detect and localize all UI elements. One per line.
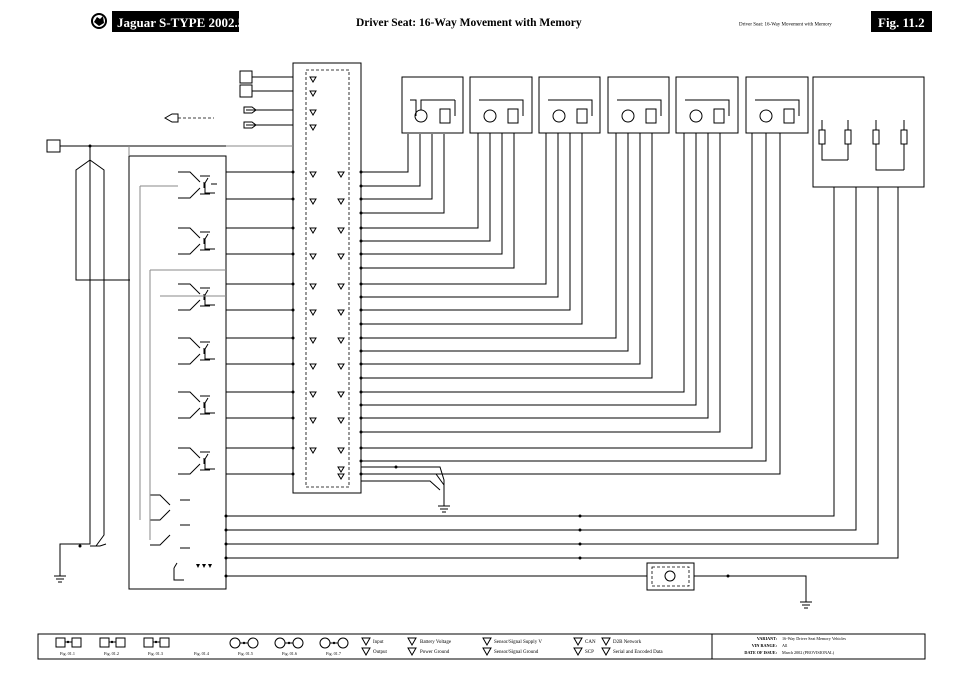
power-ground-icon bbox=[407, 647, 417, 657]
connector-type-2-icon bbox=[99, 637, 126, 648]
jaguar-logo-icon bbox=[91, 13, 107, 29]
switch-seat-height bbox=[178, 283, 210, 311]
connector-type-6-icon bbox=[319, 637, 349, 649]
legend-d2b: D2B Network bbox=[613, 640, 642, 645]
bottom-motor bbox=[646, 562, 807, 592]
switch-backrest bbox=[178, 337, 210, 365]
date-value: March 2002 (PROVISIONAL) bbox=[782, 650, 835, 655]
connector-ref-2: Fig. 01.2 bbox=[104, 651, 119, 656]
memory-switch-module bbox=[128, 155, 227, 590]
motor-1 bbox=[401, 76, 464, 140]
diagram-title: Driver Seat: 16-Way Movement with Memory bbox=[356, 17, 582, 29]
brand-title-bar bbox=[112, 11, 239, 32]
fig-label: Fig. 11.2 bbox=[878, 15, 925, 30]
sensor-ground-icon bbox=[482, 647, 492, 657]
connector-type-1-icon bbox=[55, 637, 82, 648]
connector-ref-7: Fig. 01.7 bbox=[326, 651, 341, 656]
connector-type-3-icon bbox=[143, 637, 170, 648]
symbol-legend: Input Output Battery Voltage Power Groun… bbox=[361, 637, 663, 657]
output-triangle-icon bbox=[361, 647, 371, 657]
pin-dots bbox=[78, 144, 730, 578]
switch-groups bbox=[178, 171, 210, 475]
connector-type-5-icon bbox=[274, 637, 304, 649]
motor-units bbox=[401, 76, 809, 140]
vin-value: All bbox=[782, 643, 788, 648]
diode-array bbox=[196, 564, 212, 568]
memory-switches bbox=[150, 494, 190, 549]
seat-control-module bbox=[292, 62, 362, 494]
power-input-box bbox=[46, 139, 61, 153]
vin-label: VIN RANGE: bbox=[752, 643, 778, 648]
switch-seat-slide bbox=[178, 171, 210, 199]
d2b-icon bbox=[601, 637, 611, 647]
lumbar-unit bbox=[812, 76, 925, 188]
wiring bbox=[59, 133, 899, 577]
connector-ref-1: Fig. 01.1 bbox=[60, 651, 75, 656]
running-title: Driver Seat: 16-Way Movement with Memory bbox=[739, 23, 832, 28]
input-connectors-top bbox=[163, 70, 293, 129]
connector-legend: Fig. 01.1 Fig. 01.2 Fig. 01.3 Fig. 01.4 … bbox=[55, 637, 349, 656]
pin-markers bbox=[309, 76, 345, 480]
date-label: DATE OF ISSUE: bbox=[744, 650, 777, 655]
legend-output: Output bbox=[373, 650, 388, 655]
connector-ref-5: Fig. 01.5 bbox=[238, 651, 253, 656]
switch-lumbar bbox=[178, 447, 210, 475]
motor-4 bbox=[607, 76, 670, 134]
motor-5 bbox=[675, 76, 739, 134]
scp-icon bbox=[573, 647, 583, 657]
brand-title: Jaguar S-TYPE 2002.5 bbox=[117, 15, 245, 30]
legend-sensor-ground: Sensor/Signal Ground bbox=[494, 650, 539, 655]
legend-battery-voltage: Battery Voltage bbox=[420, 640, 452, 645]
variant-label: VARIANT: bbox=[757, 636, 778, 641]
legend-power-ground: Power Ground bbox=[420, 650, 450, 655]
legend-input: Input bbox=[373, 640, 384, 645]
legend-sensor-supply: Sensor/Signal Supply V bbox=[494, 640, 542, 645]
legend-serial: Serial and Encoded Data bbox=[613, 650, 663, 655]
switch-headrest bbox=[178, 391, 210, 419]
motor-6 bbox=[745, 76, 809, 134]
connector-ref-3: Fig. 01.3 bbox=[148, 651, 163, 656]
legend-can: CAN bbox=[585, 640, 596, 645]
connector-type-4-icon bbox=[229, 637, 259, 649]
sensor-supply-icon bbox=[482, 637, 492, 647]
legend-scp: SCP bbox=[585, 650, 594, 655]
motor-3 bbox=[538, 76, 601, 134]
battery-voltage-icon bbox=[407, 637, 417, 647]
connector-ref-4: Fig. 01.4 bbox=[194, 651, 210, 656]
serial-data-icon bbox=[601, 647, 611, 657]
variant-info: VARIANT: 16-Way Driver Seat Memory Vehic… bbox=[744, 636, 846, 655]
legend-frame bbox=[37, 633, 926, 660]
can-icon bbox=[573, 637, 583, 647]
motor-2 bbox=[469, 76, 533, 134]
fig-label-bar bbox=[871, 11, 932, 32]
ground-symbols bbox=[54, 496, 812, 609]
connector-ref-6: Fig. 01.6 bbox=[282, 651, 297, 656]
seat-icons bbox=[173, 177, 217, 581]
switch-seat-tilt bbox=[178, 227, 210, 255]
control-module-inner bbox=[305, 69, 350, 488]
input-triangle-icon bbox=[361, 637, 371, 647]
variant-value: 16-Way Driver Seat Memory Vehicles bbox=[782, 636, 846, 641]
